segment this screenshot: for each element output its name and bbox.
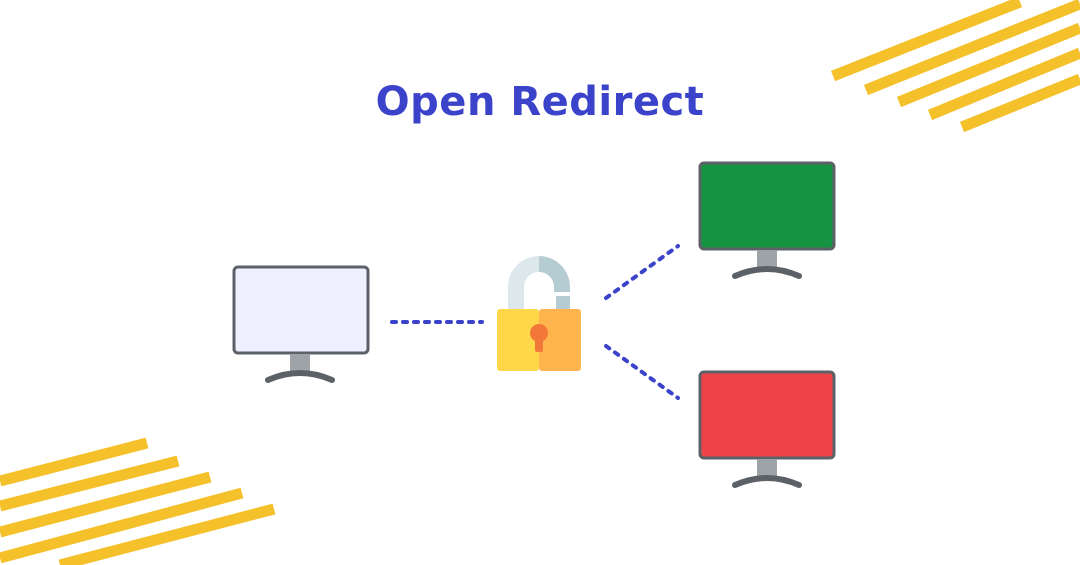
stripe: [0, 487, 244, 564]
keyhole-icon: [530, 324, 548, 342]
monitor-stand: [757, 250, 777, 267]
desktop-monitor-icon: [698, 161, 836, 279]
stripe: [830, 0, 1023, 82]
keyhole-slot: [535, 336, 543, 352]
stripes-top-right: [830, 0, 1080, 133]
stripe: [0, 437, 149, 487]
monitor-base: [732, 475, 802, 488]
monitor-base: [732, 266, 802, 279]
stripe: [863, 0, 1080, 96]
lock-body-right: [539, 309, 581, 371]
monitor-screen: [232, 265, 370, 355]
shackle-left: [508, 256, 539, 312]
unlocked-padlock-icon: [497, 256, 581, 371]
monitor-stand: [290, 354, 310, 371]
desktop-monitor-icon: [698, 370, 836, 488]
connectors: [390, 244, 680, 400]
shackle-right: [539, 256, 570, 292]
monitor-base: [265, 370, 335, 383]
stripe: [0, 455, 180, 512]
stripe: [58, 503, 276, 565]
desktop-monitor-icon: [232, 265, 370, 383]
connector-lock-to-malicious: [604, 344, 680, 400]
stripe: [896, 22, 1080, 108]
diagram-title: Open Redirect: [375, 79, 705, 125]
stripe: [927, 47, 1080, 121]
monitor-screen: [698, 370, 836, 460]
monitor-stand: [757, 459, 777, 476]
lock-body-left: [497, 309, 539, 371]
stripes-bottom-left: [0, 437, 276, 565]
shackle-right-stub: [556, 296, 570, 312]
stripe: [959, 73, 1080, 133]
monitor-screen: [698, 161, 836, 251]
stripe: [0, 471, 212, 538]
connector-lock-to-safe: [604, 244, 680, 300]
